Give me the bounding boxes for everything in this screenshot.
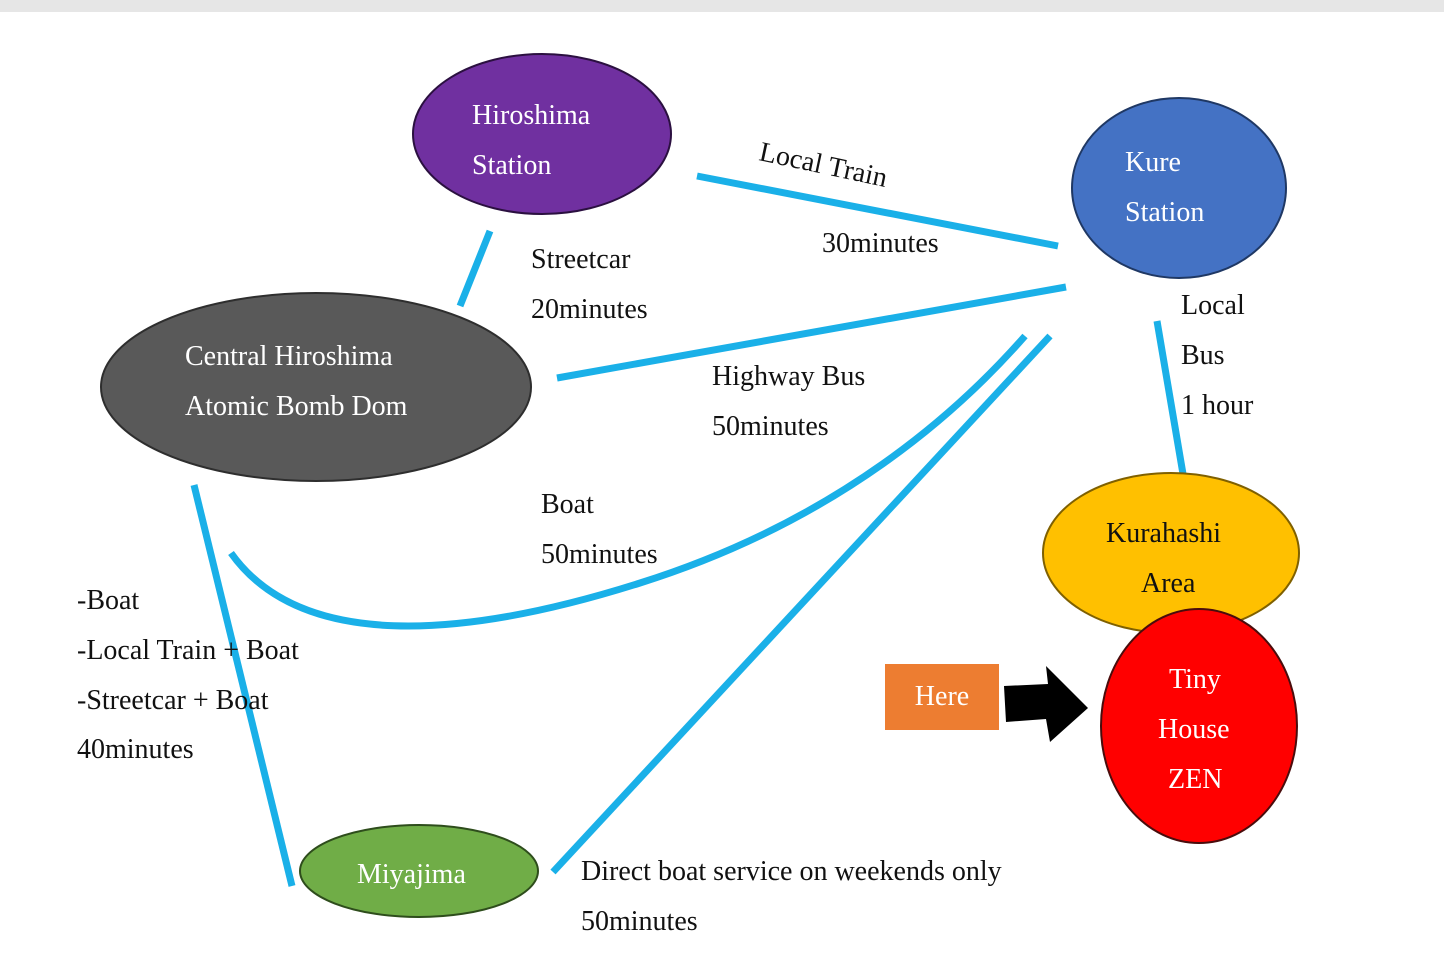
central-hiroshima-label-1: Central Hiroshima bbox=[185, 341, 393, 372]
local-bus-line-1: Local bbox=[1181, 290, 1245, 321]
top-border bbox=[0, 0, 1444, 12]
line-local-train bbox=[696, 172, 1059, 250]
central-hiroshima-label-2: Atomic Bomb Dom bbox=[185, 391, 408, 422]
kure-station-label-1: Kure bbox=[1125, 147, 1181, 178]
streetcar-time: 20minutes bbox=[531, 294, 648, 325]
kurahashi-area-node bbox=[1042, 472, 1300, 634]
hiroshima-station-node bbox=[412, 53, 672, 215]
hiroshima-station-label-1: Hiroshima bbox=[472, 100, 591, 131]
miyajima-label: Miyajima bbox=[357, 859, 466, 890]
miyajima-route-time: 40minutes bbox=[77, 734, 194, 765]
kure-station-label-2: Station bbox=[1125, 197, 1204, 228]
line-miyajima-central bbox=[190, 484, 296, 887]
kurahashi-area-label-2: Area bbox=[1141, 568, 1196, 599]
miyajima-route-3: -Streetcar + Boat bbox=[77, 685, 269, 716]
here-marker: Here bbox=[885, 664, 999, 730]
boat-mode: Boat bbox=[541, 489, 594, 520]
local-train-label: Local Train bbox=[757, 137, 890, 194]
local-bus-line-2: Bus bbox=[1181, 340, 1225, 371]
tiny-house-label-3: ZEN bbox=[1168, 764, 1222, 795]
miyajima-node bbox=[299, 824, 539, 918]
direct-boat-mode: Direct boat service on weekends only bbox=[581, 856, 1002, 887]
line-local-bus bbox=[1153, 320, 1187, 475]
line-streetcar bbox=[456, 229, 494, 308]
highway-bus-time: 50minutes bbox=[712, 411, 829, 442]
miyajima-route-1: -Boat bbox=[77, 585, 140, 616]
kurahashi-area-label-1: Kurahashi bbox=[1106, 518, 1221, 549]
central-hiroshima-node bbox=[100, 292, 532, 482]
tiny-house-label-1: Tiny bbox=[1169, 664, 1221, 695]
streetcar-mode: Streetcar bbox=[531, 244, 631, 275]
miyajima-route-2: -Local Train + Boat bbox=[77, 635, 299, 666]
tiny-house-zen-node bbox=[1100, 608, 1298, 844]
arrow-right-icon bbox=[1004, 666, 1088, 742]
line-direct-boat bbox=[550, 333, 1053, 875]
local-train-time: 30minutes bbox=[822, 228, 939, 259]
tiny-house-label-2: House bbox=[1158, 714, 1230, 745]
line-boat-curve bbox=[228, 333, 1028, 630]
highway-bus-mode: Highway Bus bbox=[712, 361, 866, 392]
hiroshima-station-label-2: Station bbox=[472, 150, 551, 181]
kure-station-node bbox=[1071, 97, 1287, 279]
line-highway-bus bbox=[556, 283, 1067, 382]
boat-time: 50minutes bbox=[541, 539, 658, 570]
local-bus-line-3: 1 hour bbox=[1181, 390, 1254, 421]
direct-boat-time: 50minutes bbox=[581, 906, 698, 937]
